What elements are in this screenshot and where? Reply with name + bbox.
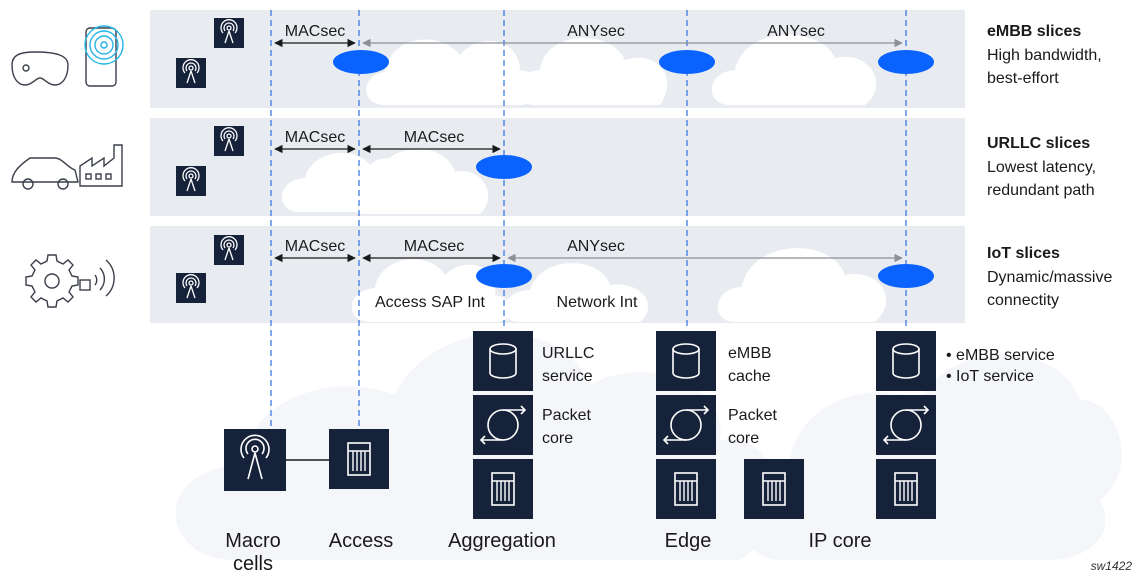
antenna-icon — [213, 17, 245, 49]
edge-router-icon[interactable] — [655, 458, 717, 520]
urllc-slice-desc-2: redundant path — [987, 182, 1095, 199]
macro-cells-label-2: cells — [233, 553, 273, 574]
edge-packet-core-icon[interactable] — [655, 394, 717, 456]
smartphone-icon — [84, 25, 124, 87]
access-sap-int-label: Access SAP Int — [375, 294, 486, 311]
iot-link-label-1: MACsec — [285, 238, 345, 255]
agg-packet-core-label-2: core — [542, 430, 573, 447]
iot-node-aggregation[interactable] — [476, 264, 532, 288]
slice-nodes — [333, 50, 934, 288]
urllc-service-label-2: service — [542, 368, 593, 385]
access-router-icon[interactable] — [328, 428, 390, 490]
antenna-icon — [175, 57, 207, 89]
macro-cells-label-1: Macro — [225, 530, 281, 552]
embb-slice-desc-2: best-effort — [987, 70, 1059, 87]
edge-database-icon[interactable] — [655, 330, 717, 392]
ipcore-database-icon[interactable] — [875, 330, 937, 392]
aggregation-database-icon[interactable] — [472, 330, 534, 392]
iot-slice-desc-1: Dynamic/massive — [987, 269, 1112, 286]
aggregation-packet-core-icon[interactable] — [472, 394, 534, 456]
iot-link-label-2: MACsec — [404, 238, 464, 255]
ipcore-service-bullet-1: • eMBB service — [946, 347, 1055, 364]
antenna-icon — [213, 234, 245, 266]
iot-node-ipcore[interactable] — [878, 264, 934, 288]
network-int-label: Network Int — [557, 294, 638, 311]
edge-packet-core-label-1: Packet — [728, 407, 777, 424]
urllc-node-aggregation[interactable] — [476, 155, 532, 179]
embb-cache-label-2: cache — [728, 368, 771, 385]
edge-packet-core-label-2: core — [728, 430, 759, 447]
access-label: Access — [329, 530, 393, 552]
antenna-icon — [175, 165, 207, 197]
iot-slice-title: IoT slices — [987, 245, 1060, 262]
embb-link-label-3: ANYsec — [767, 23, 825, 40]
embb-node-access[interactable] — [333, 50, 389, 74]
aggregation-label: Aggregation — [448, 530, 556, 552]
ipcore-service-bullet-2: • IoT service — [946, 368, 1034, 385]
antenna-icon — [213, 125, 245, 157]
urllc-service-label-1: URLLC — [542, 345, 594, 362]
factory-icon — [79, 144, 123, 187]
gear-icon — [25, 254, 79, 308]
iot-sensor-icon — [79, 259, 115, 297]
urllc-slice-title: URLLC slices — [987, 135, 1090, 152]
embb-link-label-2: ANYsec — [567, 23, 625, 40]
background-cloud-right — [740, 355, 1122, 560]
agg-packet-core-label-1: Packet — [542, 407, 591, 424]
edge-label: Edge — [665, 530, 712, 552]
iot-slice-desc-2: connectity — [987, 292, 1059, 309]
aggregation-router-icon[interactable] — [472, 458, 534, 520]
iot-link-label-3: ANYsec — [567, 238, 625, 255]
embb-cache-label-1: eMBB — [728, 345, 772, 362]
ipcore-packet-core-icon[interactable] — [875, 394, 937, 456]
antenna-icon — [175, 272, 207, 304]
ip-core-label: IP core — [809, 530, 872, 552]
figure-id: sw1422 — [1091, 559, 1133, 573]
ipcore-router-2-icon[interactable] — [875, 458, 937, 520]
ipcore-router-icon[interactable] — [743, 458, 805, 520]
urllc-slice-desc-1: Lowest latency, — [987, 159, 1096, 176]
macro-cell-tile[interactable] — [224, 429, 286, 491]
embb-link-label-1: MACsec — [285, 23, 345, 40]
band-clouds — [281, 34, 887, 322]
car-icon — [11, 157, 79, 190]
embb-node-edge[interactable] — [659, 50, 715, 74]
embb-slice-desc-1: High bandwidth, — [987, 47, 1102, 64]
urllc-link-label-2: MACsec — [404, 129, 464, 146]
embb-slice-title: eMBB slices — [987, 23, 1081, 40]
urllc-link-label-1: MACsec — [285, 129, 345, 146]
vr-headset-icon — [11, 51, 69, 86]
embb-node-ipcore[interactable] — [878, 50, 934, 74]
band-urllc — [150, 118, 965, 216]
